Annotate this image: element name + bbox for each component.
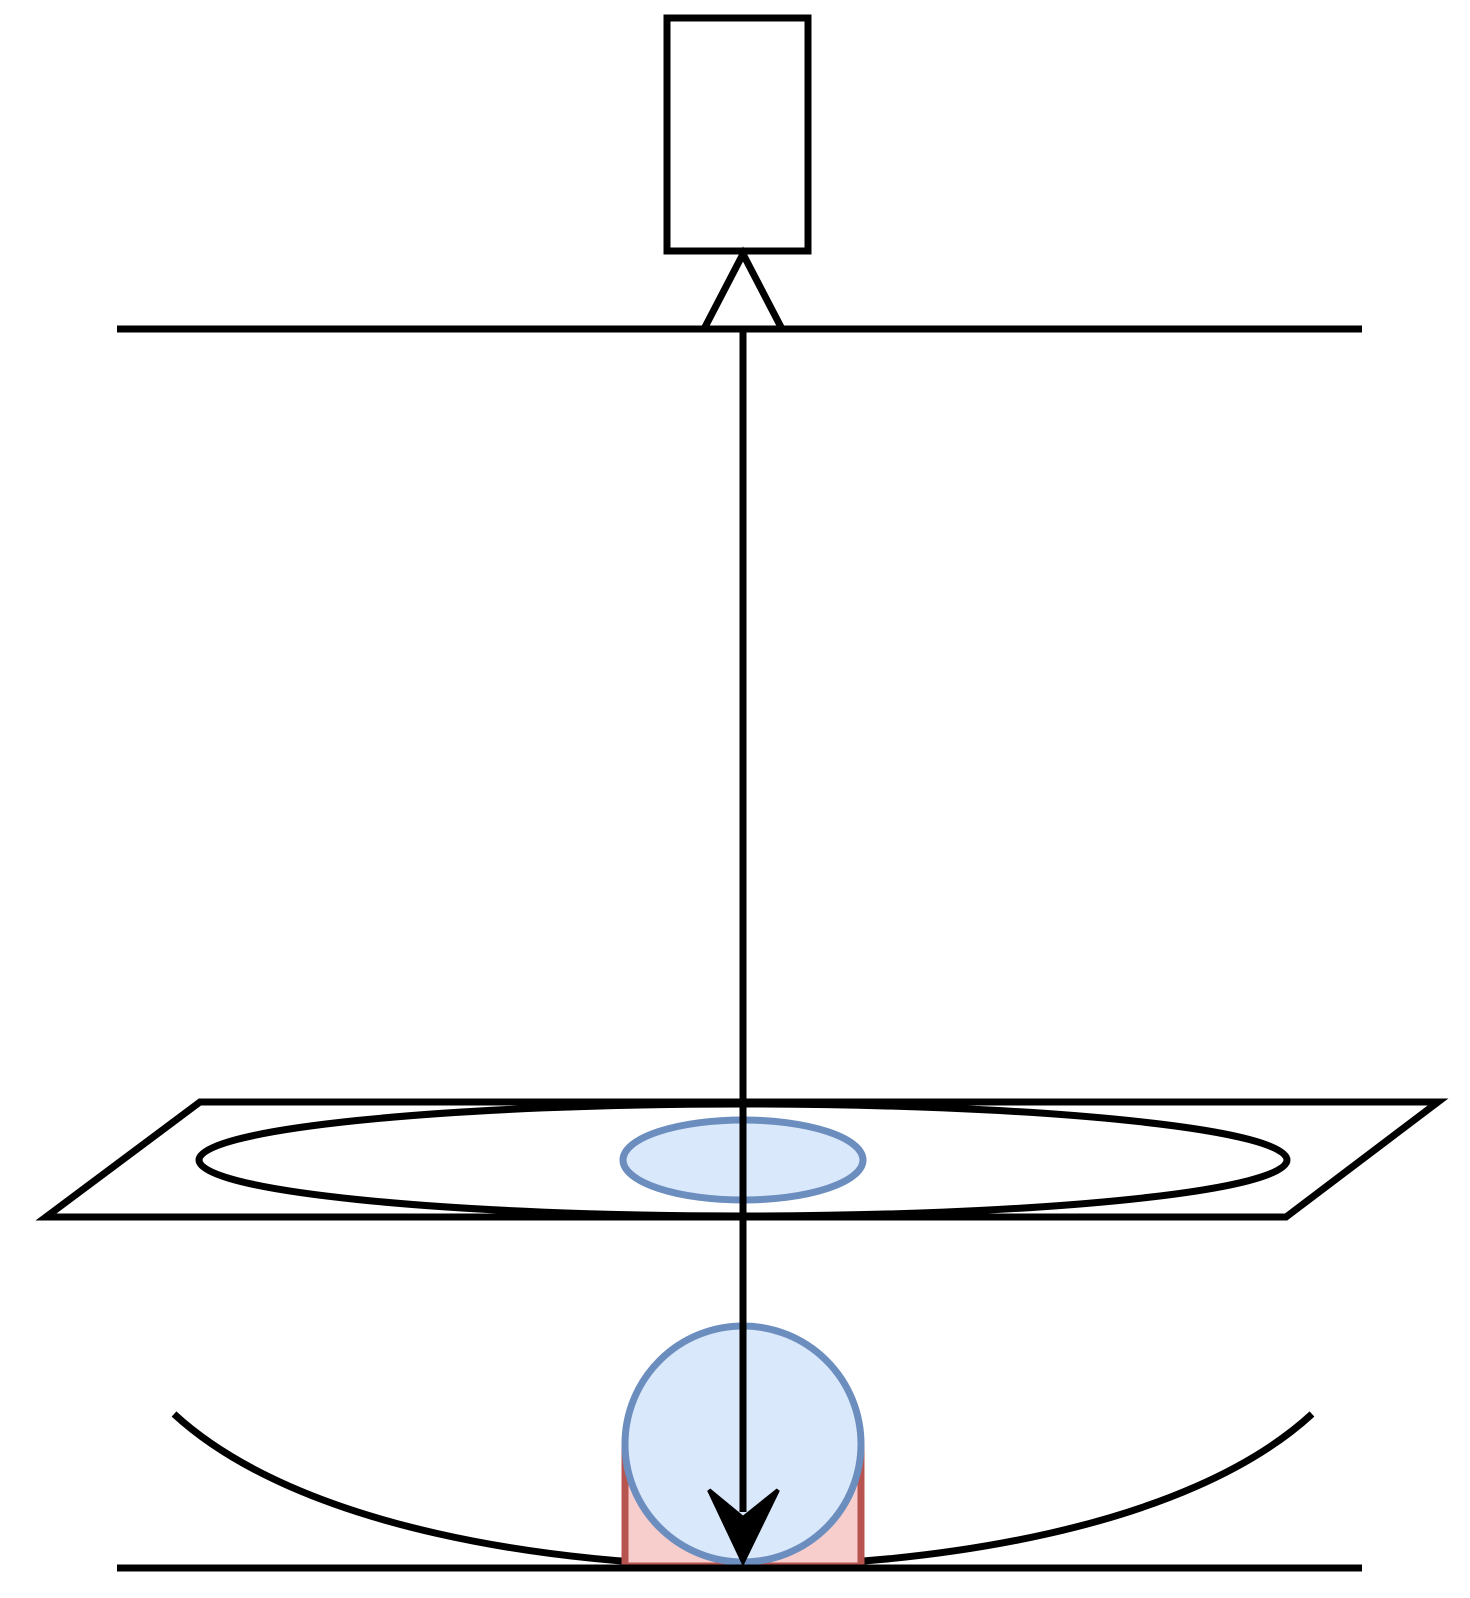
hollow-triangle-marker — [698, 246, 788, 333]
filled-arrowhead — [707, 1488, 780, 1567]
sensor-box — [663, 14, 812, 255]
